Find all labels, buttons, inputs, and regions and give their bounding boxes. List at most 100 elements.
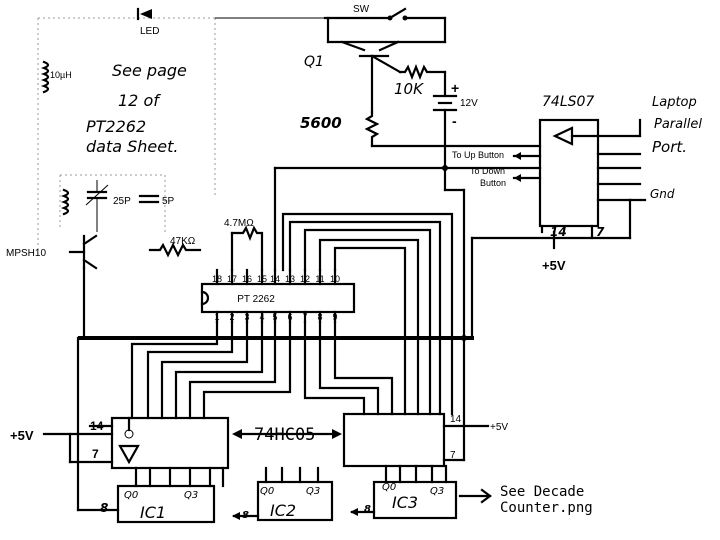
ls07-wiring bbox=[273, 165, 632, 340]
gnd-label: Gnd bbox=[650, 187, 675, 201]
ic2-b8-label: 8 bbox=[242, 510, 249, 521]
right-pin7-label: 7 bbox=[450, 450, 456, 461]
left-pin14-label: 14 bbox=[90, 419, 104, 433]
r10k-label: 10K bbox=[394, 80, 424, 98]
data-bus-wiring bbox=[130, 320, 394, 420]
cap25-label: 25P bbox=[113, 196, 131, 207]
pt2262-pin-9: 9 bbox=[332, 312, 337, 322]
ic1-label: IC1 bbox=[140, 503, 166, 522]
cap5-label: 5P bbox=[162, 196, 175, 207]
ic2-q3-label: Q3 bbox=[306, 486, 320, 497]
see-decade-line-1: See Decade bbox=[500, 484, 584, 500]
note-line-4: data Sheet. bbox=[86, 137, 178, 156]
pt2262-pin-5: 5 bbox=[272, 312, 277, 322]
resistor-10k bbox=[398, 64, 447, 80]
to-down-line-2: Button bbox=[480, 178, 506, 188]
pt2262-pin-16: 16 bbox=[242, 274, 252, 284]
led bbox=[136, 7, 152, 21]
pt2262-pin-2: 2 bbox=[229, 312, 234, 322]
pt2262-label: PT 2262 bbox=[237, 294, 275, 305]
pt2262-top-pin-labels: 18 17 16 15 14 13 12 11 10 bbox=[212, 274, 340, 284]
ic-74hc05-left bbox=[42, 416, 230, 470]
resistor-47k bbox=[148, 242, 202, 258]
see-decade-arrow bbox=[458, 488, 492, 504]
ic3-q0-label: Q0 bbox=[382, 482, 396, 493]
button-arrows bbox=[512, 152, 542, 182]
resistor-4-7m bbox=[230, 225, 264, 272]
led-label: LED bbox=[140, 26, 159, 37]
resistor-5600 bbox=[364, 110, 542, 148]
power-wiring bbox=[215, 16, 447, 44]
switch-label: SW bbox=[353, 4, 370, 15]
ic2-counter bbox=[232, 466, 334, 522]
to-up-button-label: To Up Button bbox=[452, 150, 504, 160]
power-switch bbox=[387, 7, 408, 21]
laptop-line-1: Laptop bbox=[652, 95, 697, 110]
right-5v-label: +5V bbox=[490, 422, 508, 433]
left-pin7-label: 7 bbox=[92, 447, 99, 461]
pt2262-pin-15: 15 bbox=[257, 274, 267, 284]
note-line-1: See page bbox=[112, 61, 187, 80]
battery-minus-label: - bbox=[452, 113, 457, 129]
ic1-b8-label: 8 bbox=[100, 501, 108, 515]
pt2262-pin-12: 12 bbox=[300, 274, 310, 284]
pt2262-bottom-pin-labels: 1 2 3 4 5 6 7 8 9 bbox=[214, 312, 337, 322]
pt2262-pin-1: 1 bbox=[214, 312, 219, 322]
pt2262-pin-17: 17 bbox=[227, 274, 237, 284]
ic-pt2262 bbox=[200, 268, 356, 324]
r5600-label: 5600 bbox=[300, 114, 342, 132]
to-down-line-1: To Down bbox=[470, 166, 505, 176]
r47k-label: 47KΩ bbox=[170, 236, 196, 247]
rf-oscillator-region bbox=[37, 17, 216, 250]
pt2262-pin-10: 10 bbox=[330, 274, 340, 284]
hc05-label: 74HC05 bbox=[254, 425, 315, 445]
ic1-counter bbox=[116, 466, 225, 524]
q1-label: Q1 bbox=[304, 54, 324, 70]
pt2262-pin-18: 18 bbox=[212, 274, 222, 284]
q1-transistor bbox=[340, 40, 402, 114]
see-decade-line-2: Counter.png bbox=[500, 500, 593, 516]
ls07-pin14: 14 bbox=[550, 225, 567, 239]
v12-label: 12V bbox=[460, 98, 478, 109]
laptop-line-3: Port. bbox=[652, 138, 687, 156]
ic3-label: IC3 bbox=[392, 493, 418, 512]
ic3-b8-label: 8 bbox=[364, 504, 371, 515]
ic2-label: IC2 bbox=[270, 501, 296, 520]
ic3-q3-label: Q3 bbox=[430, 486, 444, 497]
right-pin14-label: 14 bbox=[450, 414, 462, 425]
battery-plus-label: + bbox=[451, 80, 459, 96]
ic-74hc05-right bbox=[342, 336, 490, 468]
capacitor-5p bbox=[138, 194, 160, 204]
pt2262-pin-6: 6 bbox=[287, 312, 292, 322]
pt2262-pin-14: 14 bbox=[270, 274, 280, 284]
pt2262-pin-4: 4 bbox=[259, 312, 264, 322]
mpsh10-label: MPSH10 bbox=[6, 248, 46, 259]
pt2262-pin-7: 7 bbox=[302, 312, 307, 322]
note-line-3: PT2262 bbox=[86, 117, 146, 136]
mpsh10-transistor bbox=[68, 234, 98, 270]
note-line-2: 12 of bbox=[118, 91, 161, 110]
ground-bus bbox=[76, 266, 474, 512]
ic1-q0-label: Q0 bbox=[124, 490, 138, 501]
pt2262-pin-3: 3 bbox=[244, 312, 249, 322]
r47m-label: 4.7MΩ bbox=[224, 218, 254, 229]
inductor-tank bbox=[60, 188, 70, 216]
ic3-counter bbox=[350, 464, 458, 520]
ic2-q0-label: Q0 bbox=[260, 486, 274, 497]
inductor-10uh bbox=[40, 60, 50, 94]
pt2262-pin-11: 11 bbox=[315, 274, 324, 284]
left-5v-label: +5V bbox=[10, 428, 34, 443]
pt2262-pin-13: 13 bbox=[285, 274, 295, 284]
trimmer-capacitor-25p bbox=[85, 180, 109, 232]
laptop-line-2: Parallel bbox=[654, 117, 702, 132]
pt2262-pin-8: 8 bbox=[317, 312, 322, 322]
battery-12v bbox=[432, 70, 458, 170]
address-bus-wiring bbox=[281, 212, 454, 416]
ls07-5v-label: +5V bbox=[542, 258, 566, 273]
ic-74ls07 bbox=[538, 118, 647, 250]
ic1-q3-label: Q3 bbox=[184, 490, 198, 501]
hc05-arrow bbox=[232, 429, 342, 439]
ls07-pin7: 7 bbox=[596, 225, 605, 239]
